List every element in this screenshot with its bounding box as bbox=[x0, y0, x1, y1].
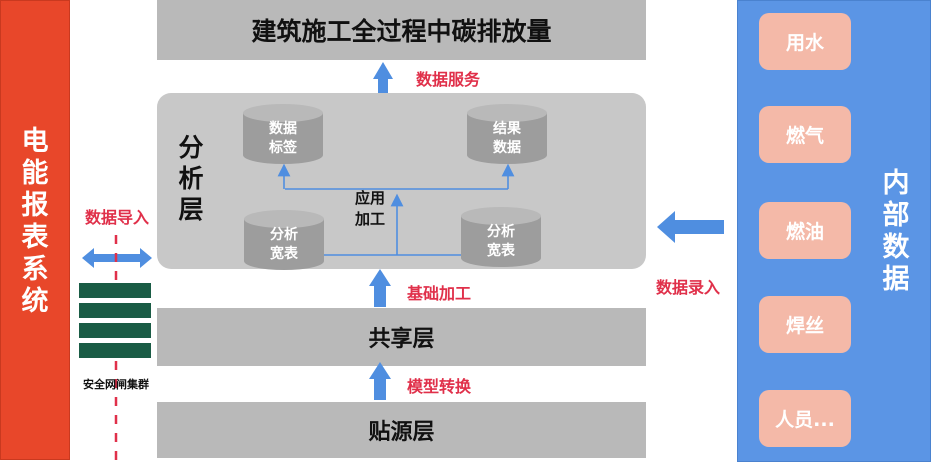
analysis-wide-table-cylinder: 分析 宽表 bbox=[461, 207, 541, 267]
gateway-bar bbox=[79, 303, 151, 318]
left-label-char: 统 bbox=[21, 286, 49, 317]
cylinder-icon bbox=[467, 104, 547, 164]
model-conversion-label: 模型转换 bbox=[407, 377, 472, 396]
data-entry-label: 数据录入 bbox=[656, 278, 721, 297]
analysis-title-char: 析 bbox=[178, 164, 204, 193]
left-label-char: 能 bbox=[21, 158, 49, 189]
source-layer-title: 贴源层 bbox=[368, 420, 435, 445]
carbon-emission-layer: 建筑施工全过程中碳排放量 bbox=[157, 0, 646, 60]
app-label-line: 加工 bbox=[354, 210, 385, 228]
carbon-emission-title: 建筑施工全过程中碳排放量 bbox=[251, 17, 552, 46]
app-processing-label: 应用 加工 bbox=[344, 188, 396, 230]
data-item-personnel: 人员... bbox=[759, 390, 851, 447]
analysis-title-char: 分 bbox=[178, 133, 204, 162]
right-label-char: 内 bbox=[882, 168, 910, 199]
left-label-char: 电 bbox=[21, 126, 49, 157]
analysis-title-char: 层 bbox=[178, 195, 204, 224]
cylinder-label-line: 宽表 bbox=[270, 246, 298, 262]
left-label-char: 表 bbox=[21, 222, 49, 253]
base-processing-up-arrow bbox=[369, 269, 391, 307]
data-service-label: 数据服务 bbox=[416, 70, 481, 89]
gateway-bar bbox=[79, 283, 151, 298]
cylinder-label-line: 数据 bbox=[269, 121, 297, 137]
cylinder-icon bbox=[461, 207, 541, 267]
gateway-bar bbox=[79, 343, 151, 358]
analysis-layer-title: 分 析 层 bbox=[173, 132, 209, 225]
cylinder-icon bbox=[244, 210, 324, 270]
data-import-label: 数据导入 bbox=[85, 208, 150, 227]
data-item-water: 用水 bbox=[759, 13, 851, 70]
data-item-gas: 燃气 bbox=[759, 106, 851, 163]
cylinder-label-line: 分析 bbox=[270, 227, 298, 243]
power-report-system-panel: 电 能 报 表 系 统 bbox=[0, 0, 70, 460]
result-data-cylinder: 结果 数据 bbox=[467, 104, 547, 164]
data-item-welding-wire: 焊丝 bbox=[759, 296, 851, 353]
internal-data-label: 内 部 数 据 bbox=[871, 168, 921, 296]
left-label-char: 报 bbox=[21, 190, 49, 221]
cylinder-icon bbox=[243, 104, 323, 164]
cylinder-label-line: 数据 bbox=[493, 140, 521, 156]
gateway-cluster-label: 安全网闸集群 bbox=[83, 378, 149, 391]
analysis-wide-table-cylinder: 分析 宽表 bbox=[244, 210, 324, 270]
data-tags-cylinder: 数据 标签 bbox=[243, 104, 323, 164]
right-label-char: 部 bbox=[882, 200, 910, 231]
data-item-fuel: 燃油 bbox=[759, 202, 851, 259]
cylinder-label-line: 标签 bbox=[269, 140, 297, 156]
model-conversion-up-arrow bbox=[369, 362, 391, 400]
data-entry-left-arrow bbox=[657, 211, 724, 243]
right-label-char: 据 bbox=[882, 264, 910, 295]
source-layer: 贴源层 bbox=[157, 402, 646, 458]
shared-layer: 共享层 bbox=[157, 308, 646, 366]
cylinder-label-line: 结果 bbox=[493, 121, 521, 137]
right-label-char: 数 bbox=[882, 232, 910, 263]
analysis-layer-panel bbox=[157, 93, 646, 269]
gateway-bar bbox=[79, 323, 151, 338]
data-service-up-arrow bbox=[373, 62, 393, 93]
app-label-line: 应用 bbox=[354, 189, 385, 207]
shared-layer-title: 共享层 bbox=[368, 327, 435, 352]
cylinder-label-line: 分析 bbox=[487, 224, 515, 240]
base-processing-label: 基础加工 bbox=[407, 284, 472, 303]
cylinder-label-line: 宽表 bbox=[487, 243, 515, 259]
gateway-cluster-icon bbox=[79, 283, 151, 358]
left-label-char: 系 bbox=[21, 254, 49, 285]
